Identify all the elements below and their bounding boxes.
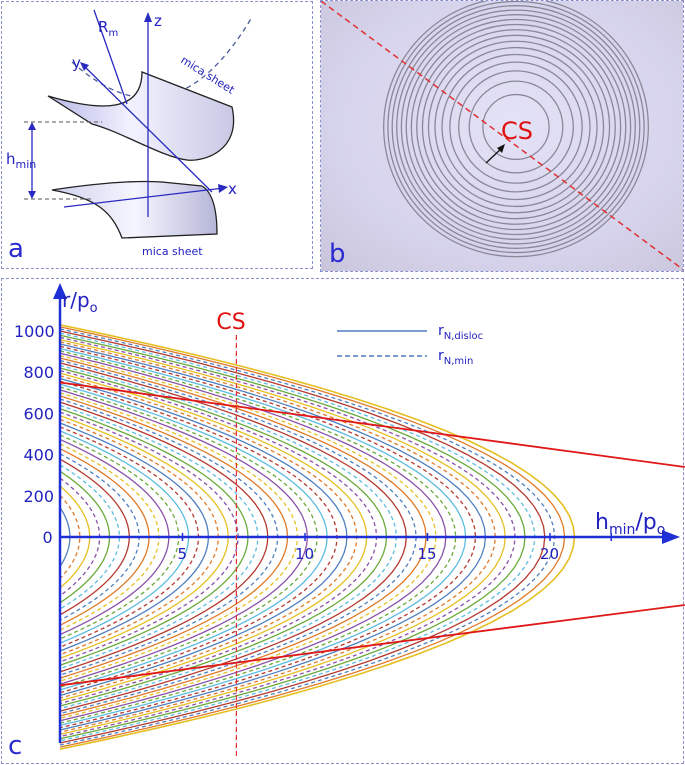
y-axis-arrow-c (53, 283, 67, 299)
cs-label-c: CS (216, 310, 245, 335)
contour-curve (59, 341, 497, 733)
panel-b-photo: CS (321, 1, 683, 271)
cs-label-b: CS (501, 117, 533, 145)
y-tick-label: 200 (24, 487, 55, 506)
ring (400, 14, 632, 240)
y-axis-title: r/po (62, 288, 98, 316)
ring (383, 1, 649, 258)
y-label: y (72, 54, 81, 72)
contour-curve (59, 359, 417, 715)
newton-rings (383, 1, 649, 258)
contour-curve (59, 494, 81, 580)
red-lines (59, 381, 685, 687)
x-tick-label: 10 (295, 545, 314, 563)
panel-b-label: b (329, 239, 346, 269)
center-arrow-head (497, 144, 505, 153)
ring (441, 53, 591, 201)
panel-a-drawing: Rm z y x hmin mica sheet mica sheet (6, 9, 253, 258)
panel-a-label: a (8, 234, 24, 264)
ring (482, 93, 550, 161)
x-tick-label: 5 (178, 545, 188, 563)
y-axis (81, 63, 213, 193)
z-label: z (154, 12, 162, 30)
ring (396, 9, 636, 245)
ring (427, 40, 605, 214)
rm-line (93, 9, 128, 105)
ring (421, 34, 611, 220)
ring (387, 1, 645, 254)
x-axis-arrow (218, 184, 228, 193)
curvature-arc (71, 16, 253, 99)
ring (458, 70, 574, 184)
ring (410, 23, 622, 231)
panel-c-chart: 5 10 15 20 1000 800 600 400 200 0 CS r/po hmin/po… (14, 283, 685, 757)
ring (416, 29, 616, 225)
red-line-lower (59, 604, 685, 687)
legend-dashed-label: rN,min (438, 348, 473, 367)
rm-label: Rm (98, 18, 118, 39)
panel-c: 5 10 15 20 1000 800 600 400 200 0 CS r/po hmin/po… (1, 278, 685, 764)
y-tick-label: 800 (24, 363, 55, 382)
ring (468, 80, 564, 174)
x-axis-title: hmin/po (595, 510, 665, 538)
panel-a: Rm z y x hmin mica sheet mica sheet a (1, 1, 313, 269)
x-axis-arrow-c (662, 530, 680, 544)
cs-line-b (321, 1, 683, 271)
panel-b: CS b (320, 0, 684, 272)
ring (405, 18, 627, 236)
x-label: x (228, 180, 237, 198)
ring (449, 61, 583, 193)
hmin-label: hmin (6, 150, 36, 171)
panel-c-label: c (8, 731, 23, 761)
axes-group (53, 283, 680, 743)
y-tick-label: 600 (24, 404, 55, 423)
legend-solid-label: rN,disloc (438, 323, 483, 342)
y-tick-label: 1000 (14, 322, 55, 341)
hmin-arrow-head-bottom (28, 191, 36, 199)
y-tick-label: 400 (24, 446, 55, 465)
z-axis-arrow (144, 12, 152, 22)
ring (434, 46, 598, 208)
x-tick-label: 15 (418, 545, 437, 563)
y-axis-arrow (80, 62, 89, 71)
tick-group: 5 10 15 20 1000 800 600 400 200 0 (14, 322, 612, 563)
top-mica-sheet (47, 71, 235, 161)
x-axis (63, 187, 225, 208)
contour-curve (59, 354, 437, 720)
contour-curve (59, 345, 477, 729)
bottom-mica-sheet (51, 180, 218, 239)
x-tick-label: 20 (540, 545, 559, 563)
ring (391, 5, 641, 249)
bottom-sheet-label: mica sheet (142, 245, 203, 258)
y-tick-label: 0 (43, 528, 53, 547)
red-line-upper (59, 381, 685, 468)
hmin-arrow-head-top (28, 122, 36, 130)
